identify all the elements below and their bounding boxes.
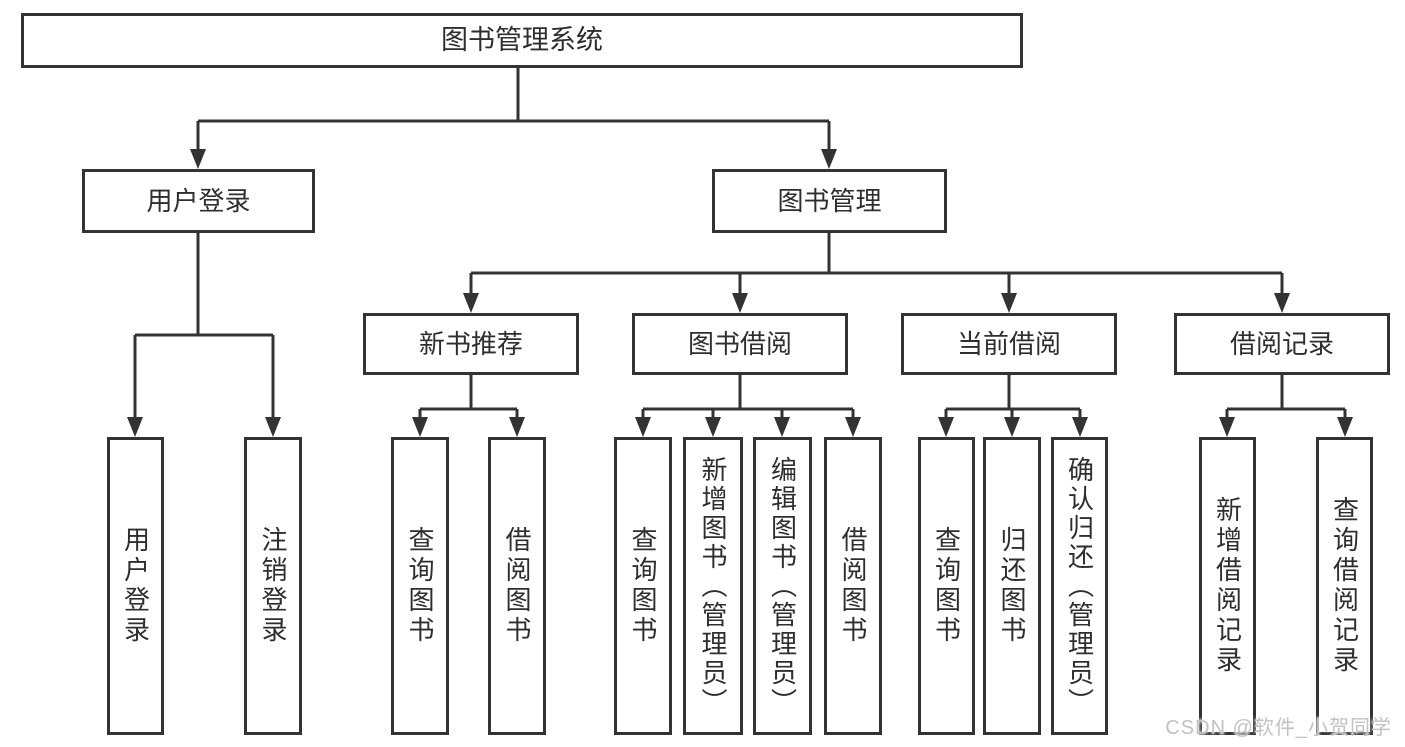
arrowhead-leaf-login: [127, 417, 143, 437]
arrowhead-bb-query: [635, 417, 651, 437]
leaf-borrowing-borrow-books: 借阅图书: [824, 437, 882, 735]
leaf-borrowing-edit-books-admin: 编辑图书（管理员）: [753, 437, 812, 735]
leaf-record-query-borrow-record: 查询借阅记录: [1316, 437, 1373, 735]
leaf-current-return-books: 归还图书: [983, 437, 1041, 735]
node-book-borrowing: 图书借阅: [632, 313, 848, 375]
node-book-management: 图书管理: [712, 169, 947, 233]
leaf-current-confirm-return-admin: 确认归还（管理员）: [1051, 437, 1108, 735]
node-root-library-system: 图书管理系统: [21, 13, 1023, 68]
arrowhead-new-book: [463, 293, 479, 313]
arrowhead-user-login: [190, 149, 206, 169]
node-new-book-recommend: 新书推荐: [363, 313, 579, 375]
arrowhead-borrow-record: [1274, 293, 1290, 313]
arrowhead-nb-borrow: [509, 417, 525, 437]
arrowhead-br-query: [1337, 417, 1353, 437]
leaf-newbook-borrow-books: 借阅图书: [488, 437, 546, 735]
leaf-current-query-books: 查询图书: [918, 437, 975, 735]
leaf-borrowing-add-books-admin: 新增图书（管理员）: [683, 437, 743, 735]
leaf-borrowing-query-books: 查询图书: [614, 437, 672, 735]
csdn-watermark: CSDN @软件_小贺同学: [1165, 717, 1392, 739]
leaf-user-login: 用户登录: [107, 437, 164, 735]
arrowhead-book-mgmt: [821, 149, 837, 169]
arrowhead-br-add: [1219, 417, 1235, 437]
arrowhead-cb-query: [938, 417, 954, 437]
arrowhead-current-borrow: [1001, 293, 1017, 313]
arrowhead-bb-edit: [774, 417, 790, 437]
node-borrow-records: 借阅记录: [1174, 313, 1390, 375]
node-current-borrowing: 当前借阅: [901, 313, 1117, 375]
arrowhead-leaf-logout: [265, 417, 281, 437]
leaf-newbook-query-books: 查询图书: [391, 437, 449, 735]
node-user-login: 用户登录: [82, 169, 315, 233]
arrowhead-nb-query: [412, 417, 428, 437]
arrowhead-cb-confirm: [1072, 417, 1088, 437]
arrowhead-cb-return: [1004, 417, 1020, 437]
arrowhead-book-borrow: [732, 293, 748, 313]
leaf-record-add-borrow-record: 新增借阅记录: [1199, 437, 1256, 735]
leaf-logout: 注销登录: [244, 437, 302, 735]
arrowhead-bb-borrow: [845, 417, 861, 437]
arrowhead-bb-add: [705, 417, 721, 437]
